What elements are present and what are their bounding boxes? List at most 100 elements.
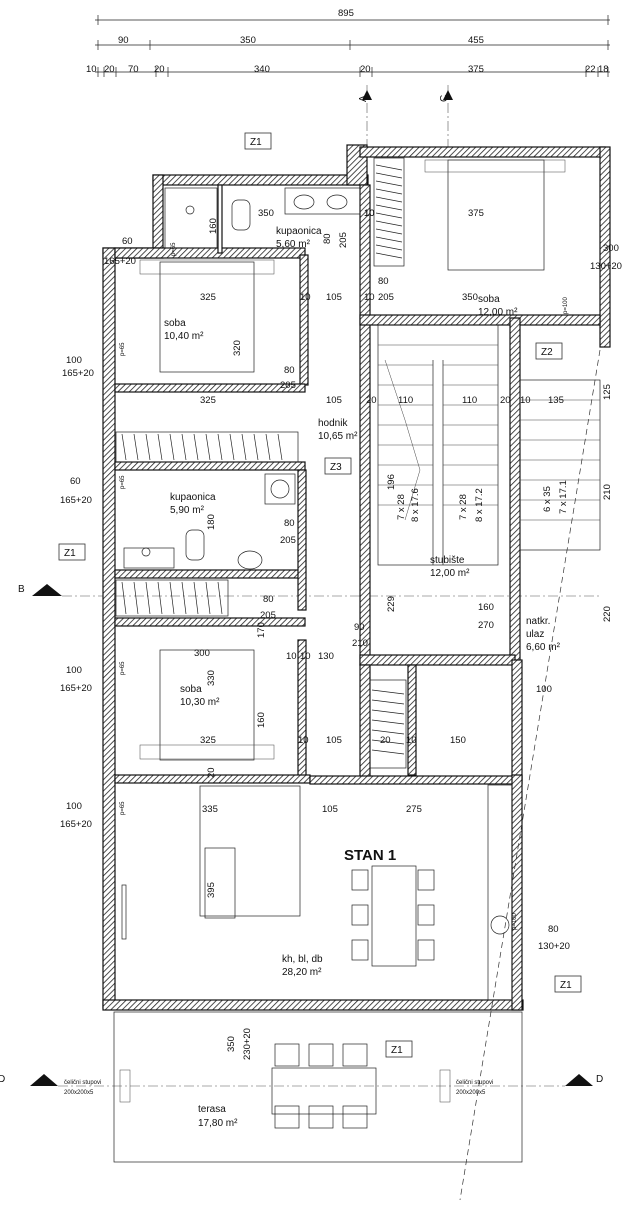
columns-note: čelični stupovi 200x200x5 čelični stupov… [64, 1080, 493, 1096]
room-terasa-name: terasa [198, 1104, 226, 1115]
dim-row3-d: 20 [154, 64, 165, 75]
stairs [377, 324, 601, 566]
total-width-dim: 895 [338, 8, 354, 19]
window-5-top: 100 [66, 801, 82, 812]
room-living-name: kh, bl, db [282, 954, 323, 965]
walls [102, 144, 611, 1011]
svg-text:10: 10 [520, 395, 531, 406]
svg-text:p=100: p=100 [563, 296, 569, 314]
window-1-top: 60 [122, 236, 133, 247]
svg-text:p=65: p=65 [171, 242, 177, 256]
svg-text:395: 395 [206, 882, 217, 898]
svg-text:7 x 28: 7 x 28 [458, 494, 469, 520]
svg-text:p=65: p=65 [120, 342, 126, 356]
inner-dimensions: 350 160 80 205 375 80 205 350 10 325 10 … [194, 208, 613, 1060]
svg-text:205: 205 [280, 380, 296, 391]
svg-text:čelični stupovi: čelični stupovi [456, 1080, 493, 1086]
svg-text:205: 205 [338, 232, 349, 248]
room-living-area: 28,20 m² [282, 967, 322, 978]
svg-text:105: 105 [326, 292, 342, 303]
room-soba-right-area: 12,00 m² [478, 307, 518, 318]
svg-text:205: 205 [378, 292, 394, 303]
svg-text:200x200x5: 200x200x5 [456, 1090, 486, 1096]
window-7-top: 80 [548, 924, 559, 935]
wardrobes [115, 157, 407, 769]
window-7-bottom: 130+20 [538, 941, 570, 952]
room-soba-2-name: soba [180, 684, 202, 695]
dim-row3-g: 375 [468, 64, 484, 75]
svg-text:110: 110 [398, 395, 413, 406]
z2-tag: Z2 [535, 342, 563, 360]
room-soba-right-name: soba [478, 294, 500, 305]
window-6-top: 300 [603, 243, 619, 254]
z1-tag-top: Z1 [244, 132, 272, 150]
svg-text:350: 350 [226, 1036, 237, 1052]
room-kupaonica-top-area: 5,60 m² [276, 239, 311, 250]
svg-text:180: 180 [206, 514, 217, 530]
window-labels: 60 165+20 100 165+20 60 165+20 100 165+2… [60, 236, 622, 952]
dim-350: 350 [240, 35, 256, 46]
unit-label: STAN 1 [344, 847, 396, 864]
svg-text:160: 160 [256, 712, 267, 728]
svg-text:200x200x5: 200x200x5 [64, 1090, 94, 1096]
svg-text:375: 375 [468, 208, 484, 219]
z1-tag-mid-left: Z1 [58, 543, 86, 561]
svg-text:205: 205 [260, 610, 276, 621]
living-furniture [121, 784, 513, 1001]
top-dimensions: 895 90 350 455 10 20 70 20 340 20 375 22… [86, 8, 610, 77]
svg-text:Z2: Z2 [541, 347, 553, 358]
svg-text:160: 160 [208, 218, 219, 234]
svg-text:335: 335 [202, 804, 218, 815]
dim-90: 90 [118, 35, 129, 46]
window-2-bottom: 165+20 [62, 368, 94, 379]
room-soba-2-area: 10,30 m² [180, 697, 220, 708]
svg-text:10: 10 [406, 735, 417, 746]
window-1-bottom: 165+20 [104, 256, 136, 267]
svg-text:325: 325 [200, 292, 216, 303]
dim-row3-b: 20 [104, 64, 115, 75]
svg-text:80: 80 [284, 365, 295, 376]
svg-text:229: 229 [386, 596, 397, 612]
section-c-label: C [439, 95, 450, 102]
svg-text:100: 100 [536, 684, 552, 695]
room-kupaonica-mid-name: kupaonica [170, 492, 216, 503]
svg-text:170: 170 [256, 622, 267, 638]
svg-text:130: 130 [318, 651, 334, 662]
svg-text:80: 80 [284, 518, 295, 529]
svg-text:10: 10 [286, 651, 297, 662]
svg-text:p=65: p=65 [120, 801, 126, 815]
window-2-top: 100 [66, 355, 82, 366]
svg-text:320: 320 [232, 340, 243, 356]
svg-text:Z1: Z1 [391, 1045, 403, 1056]
room-hodnik-area: 10,65 m² [318, 431, 358, 442]
svg-text:p=65: p=65 [120, 661, 126, 675]
svg-text:10: 10 [364, 292, 375, 303]
svg-text:p=100: p=100 [512, 912, 518, 930]
window-3-top: 60 [70, 476, 81, 487]
svg-text:Z1: Z1 [64, 548, 76, 559]
svg-text:6 x 35: 6 x 35 [542, 486, 553, 512]
svg-text:210: 210 [602, 484, 613, 500]
svg-text:čelični stupovi: čelični stupovi [64, 1080, 101, 1086]
room-stubiste-name: stubište [430, 555, 465, 566]
svg-text:270: 270 [478, 620, 494, 631]
section-b-label: B [18, 584, 25, 595]
z1-tag-bottom: Z1 [385, 1040, 413, 1058]
svg-text:300: 300 [194, 648, 210, 659]
room-terasa-area: 17,80 m² [198, 1118, 238, 1129]
svg-text:7 x 28: 7 x 28 [396, 494, 407, 520]
bathroom-fixtures [123, 187, 361, 570]
room-hodnik-name: hodnik [318, 418, 348, 429]
terrace [113, 349, 601, 1201]
window-4-top: 100 [66, 665, 82, 676]
z3-tag: Z3 [324, 457, 352, 475]
dim-row3-f: 20 [360, 64, 371, 75]
section-marks: A C B D D [0, 85, 603, 1087]
section-a-label: A [358, 95, 369, 102]
svg-text:80: 80 [322, 233, 333, 244]
z1-tag-right: Z1 [554, 975, 582, 993]
svg-text:20: 20 [206, 767, 217, 778]
svg-text:210: 210 [352, 638, 368, 649]
parapet-labels: p=65 p=65 p=65 p=65 p=65 p=100 p=100 [120, 242, 569, 930]
room-ulaz-name: natkr. [526, 616, 550, 627]
